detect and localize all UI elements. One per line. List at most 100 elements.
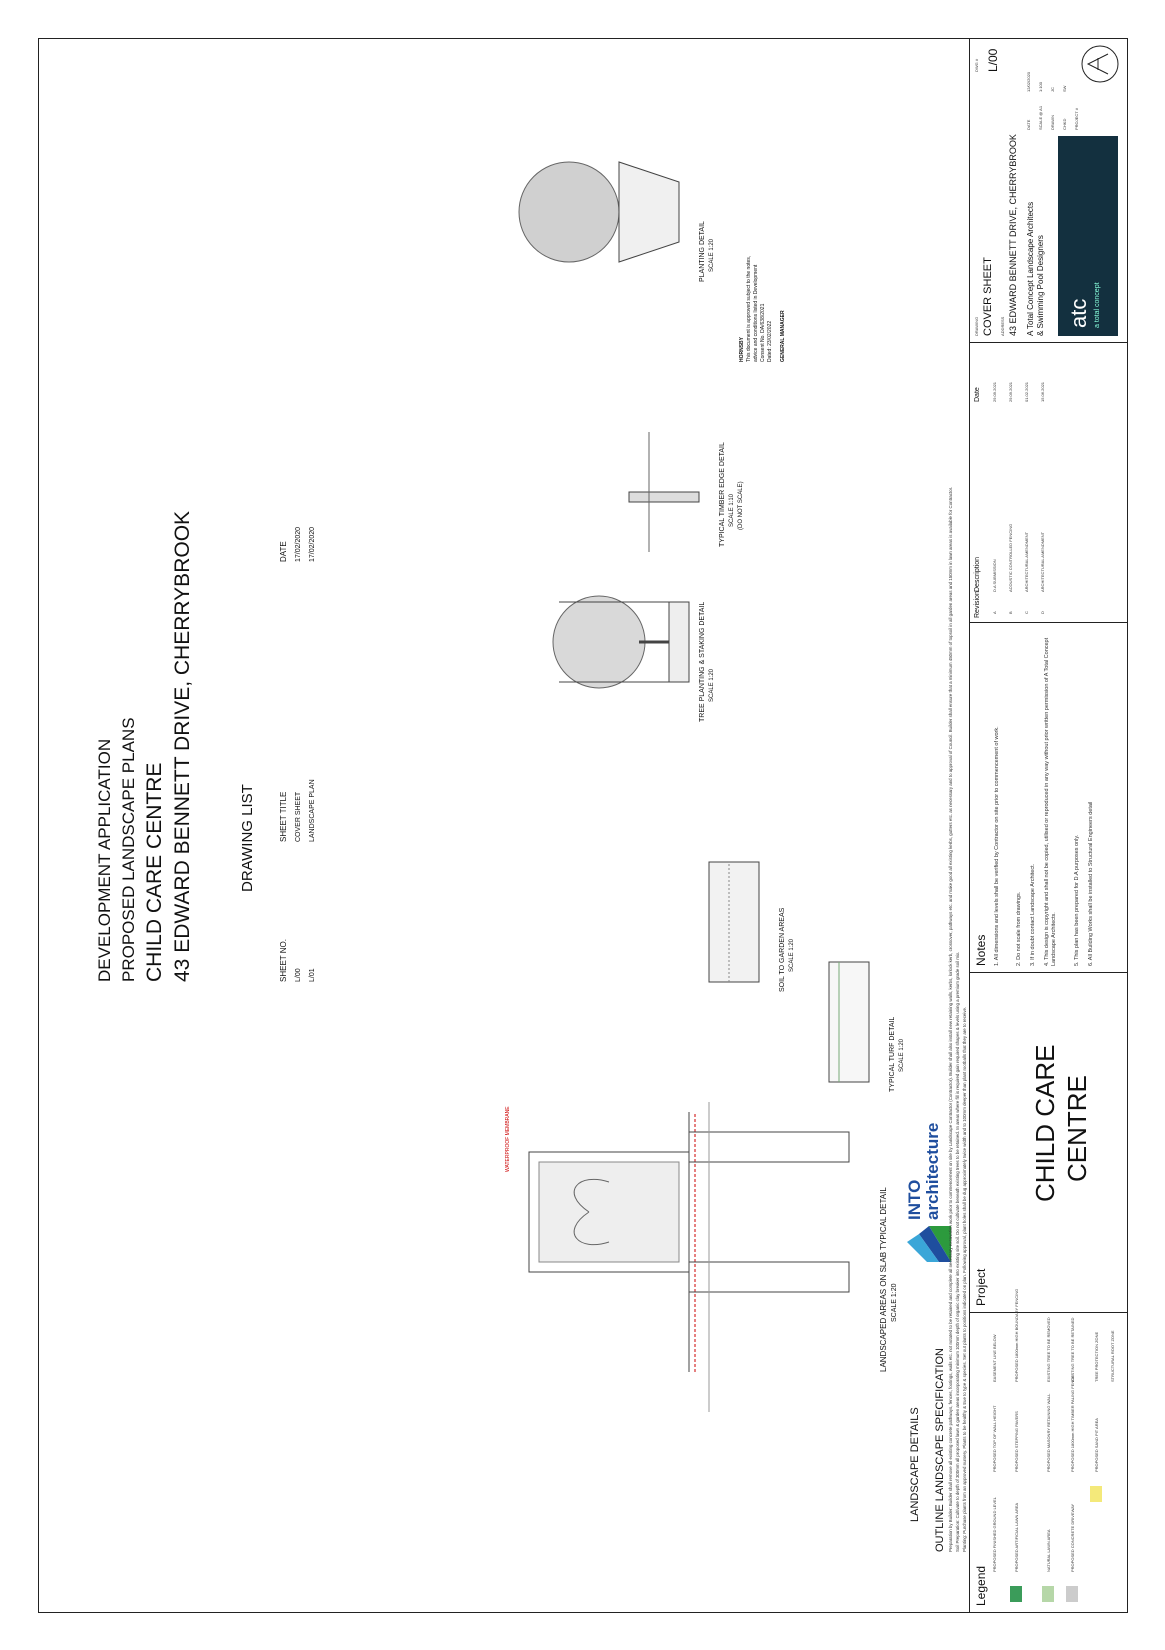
project-label: Project [974, 1268, 988, 1306]
drawing-list-row1-title: COVER SHEET [295, 791, 302, 842]
drawing-sheet: INTO architecture DEVELOPMENT APPLICATIO… [38, 38, 1128, 1613]
slab-detail-drawing: WATERPROOF MEMBRANE [505, 1102, 850, 1412]
legend-item: PROPOSED MASONRY RETAINING WALL [1046, 1393, 1051, 1472]
legend-item: STRUCTURAL ROOT ZONE [1110, 1330, 1115, 1382]
note-1: 1. All dimensions and levels shall be ve… [994, 726, 1000, 966]
firm-name-2: & Swimming Pool Designers [1036, 235, 1045, 336]
project-line4: 43 EDWARD BENNETT DRIVE, CHERRYBROOK [171, 510, 194, 982]
legend-item: PROPOSED TOP OF WALL HEIGHT [992, 1405, 997, 1472]
legend-item: EXISTING TREE TO BE REMOVED [1046, 1317, 1051, 1382]
timber-detail-title: TYPICAL TIMBER EDGE DETAIL [719, 442, 726, 547]
council-stamp: HORNSBY This document is approved subjec… [739, 162, 787, 362]
svg-text:WATERPROOF MEMBRANE: WATERPROOF MEMBRANE [505, 1106, 511, 1172]
description-label: Description [974, 556, 981, 592]
slab-detail-title: LANDSCAPED AREAS ON SLAB TYPICAL DETAIL [879, 1187, 888, 1372]
scale-value: 1:100 [1038, 81, 1043, 92]
legend-item: PROPOSED 1800mm HIGH TIMBER PALING FENCE [1070, 1375, 1075, 1472]
drawing-list-header-date: DATE [279, 541, 288, 562]
turf-detail-scale: SCALE 1:20 [899, 1038, 905, 1072]
drawing-list-header-title: SHEET TITLE [279, 791, 288, 842]
drawn-value: JC [1050, 87, 1055, 92]
architect-logo-line2: architecture [923, 1122, 942, 1220]
project-name-2: CENTRE [1062, 1075, 1092, 1182]
drawing-title: COVER SHEET [982, 257, 994, 336]
drawing-list-title: DRAWING LIST [239, 784, 256, 892]
legend-item: PROPOSED STEPPING PAVERS [1014, 1411, 1019, 1472]
legend-item: TREE PROTECTION ZONE [1094, 1331, 1099, 1382]
address-value: 43 EDWARD BENNETT DRIVE, CHERRYBROOK [1008, 134, 1018, 336]
legend-item: NATURAL LAWN AREA [1046, 1529, 1051, 1572]
firm-name-1: A Total Concept Landscape Architects [1026, 201, 1035, 336]
drawing-list-row2-title: LANDSCAPE PLAN [309, 779, 316, 842]
revision-desc: D.A SUBMISSION [992, 559, 997, 592]
legend-box: Legend PROPOSED FINISHED GROUND LEVEL PR… [970, 1289, 1128, 1612]
project-no-key: PROJECT # [1074, 108, 1079, 130]
drawing-label: DRAWING [974, 316, 979, 336]
drawing-list-row1-no: L/00 [295, 968, 302, 982]
planting-detail-scale: SCALE 1:20 [709, 238, 715, 272]
revision-box: Revision Description Date A D.A SUBMISSI… [970, 342, 1128, 622]
date-value: 12/02/2020 [1026, 71, 1031, 92]
revision-code: D [1040, 611, 1045, 614]
atc-logo: atc a total concept [1058, 136, 1118, 336]
drawing-list-row2-no: L/01 [309, 968, 316, 982]
artificial-lawn-swatch [1010, 1586, 1022, 1602]
stamp-council: HORNSBY [739, 336, 745, 362]
chkd-value: SW [1062, 85, 1067, 92]
tree-planting-drawing [552, 595, 690, 689]
chkd-key: CHKD [1062, 118, 1067, 130]
note-4: 4. This design is copyright and shall no… [1044, 637, 1057, 966]
soil-detail-scale: SCALE 1:20 [789, 938, 795, 972]
project-name-1: CHILD CARE [1030, 1044, 1060, 1202]
atc-logo-sub: a total concept [1094, 282, 1101, 328]
dwg-value: L/00 [986, 48, 1000, 72]
timber-detail-scale: SCALE 1:10 [729, 493, 735, 527]
slab-detail-scale: SCALE 1:20 [891, 1283, 898, 1322]
architect-logo-mark [907, 1226, 951, 1262]
tree-detail-title: TREE PLANTING & STAKING DETAIL [699, 601, 706, 722]
sandpit-swatch [1090, 1486, 1102, 1502]
timber-detail-note: (DO NOT SCALE) [738, 481, 744, 530]
revision-date: 29.09.2021 [992, 381, 997, 402]
note-5: 5. This plan has been prepared for D.A p… [1074, 834, 1080, 966]
concrete-swatch [1066, 1586, 1078, 1602]
drawing-list-header-sheet-no: SHEET NO. [279, 939, 288, 982]
project-box: Project CHILD CARE CENTRE [970, 972, 1128, 1312]
turf-detail-drawing [828, 961, 870, 1083]
project-line1: DEVELOPMENT APPLICATION [95, 738, 114, 982]
soil-detail-drawing [708, 861, 760, 983]
spec-paragraph-2: Soil Preparation: Cultivate to depth of … [955, 951, 960, 1552]
architect-logo [899, 1226, 956, 1262]
note-3: 3. If in doubt contact Landscape Archite… [1030, 863, 1036, 966]
project-line2: PROPOSED LANDSCAPE PLANS [119, 717, 138, 982]
spec-heading: OUTLINE LANDSCAPE SPECIFICATION [934, 1348, 946, 1552]
revision-date: 15.06.2021 [1040, 381, 1045, 402]
legend-item: PROPOSED FINISHED GROUND LEVEL [992, 1497, 997, 1572]
legend-item: EASEMENT LINE BELOW [992, 1334, 997, 1383]
date-label: Date [974, 387, 981, 402]
revision-desc: ARCHITECTURAL AMENDMENT [1040, 531, 1045, 592]
date-key: DATE [1026, 119, 1031, 130]
soil-detail-title: SOIL TO GARDEN AREAS [779, 907, 786, 992]
stamp-line1: This document is approved subject to the… [746, 255, 752, 362]
title-block: Legend PROPOSED FINISHED GROUND LEVEL PR… [969, 39, 1128, 1612]
legend-item: EXISTING TREE TO BE RETAINED [1070, 1317, 1075, 1382]
atc-logo-text: atc [1066, 298, 1091, 328]
revision-desc: ACOUSTIC CONTROLLED FENCING [1008, 523, 1013, 592]
stamp-line4: Dated: 23/02/2022 [767, 320, 773, 362]
turf-detail-title: TYPICAL TURF DETAIL [889, 1016, 896, 1092]
notes-box: Notes 1. All dimensions and levels shall… [970, 622, 1128, 972]
revision-code: B [1008, 611, 1013, 614]
drawn-key: DRAWN [1050, 115, 1055, 130]
revision-date: 01.02.2021 [1024, 381, 1029, 402]
drawing-info-box: DRAWING COVER SHEET ADDRESS 43 EDWARD BE… [970, 39, 1128, 342]
tree-detail-scale: SCALE 1:20 [709, 668, 715, 702]
landscape-details-title: LANDSCAPE DETAILS [909, 1407, 921, 1522]
timber-edge-drawing [628, 432, 700, 552]
spec-paragraph-1: Preparation by Builder: Builder shall re… [948, 486, 953, 1552]
planting-detail-title: PLANTING DETAIL [699, 221, 706, 282]
north-arrow-icon [1081, 45, 1119, 83]
project-line3: CHILD CARE CENTRE [143, 762, 166, 982]
legend-item: PROPOSED CONCRETE DRIVEWAY [1070, 1503, 1075, 1572]
legend-item: PROPOSED ARTIFICIAL LAWN AREA [1014, 1502, 1019, 1572]
